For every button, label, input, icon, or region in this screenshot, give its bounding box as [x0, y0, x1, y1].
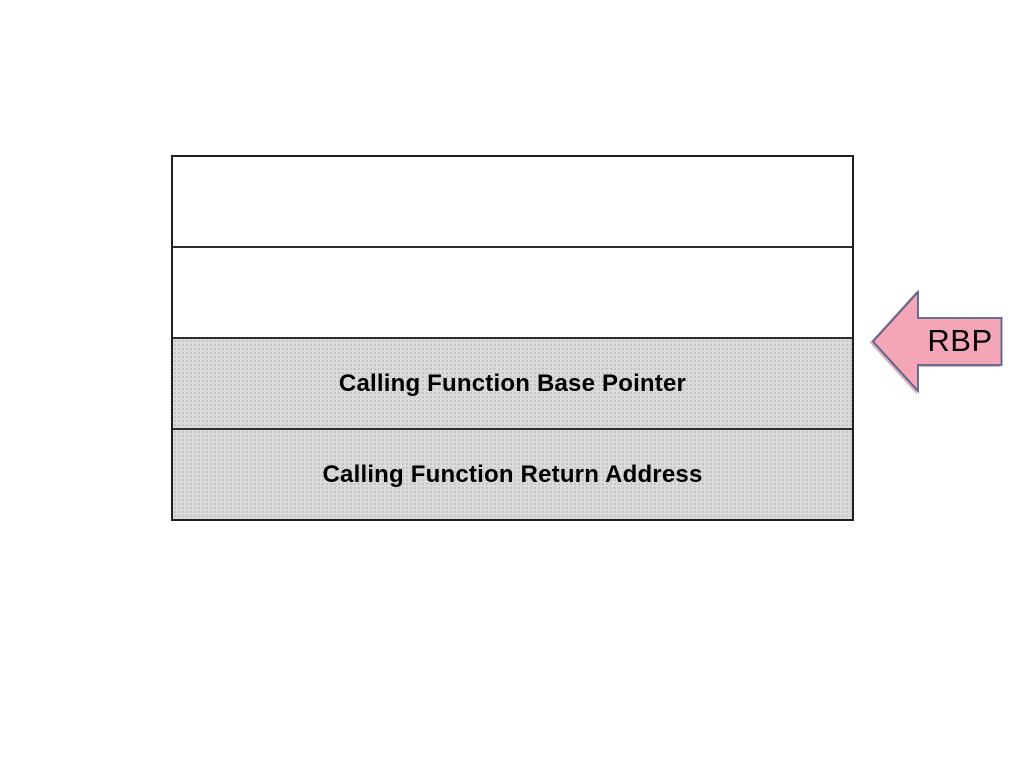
stack-row-base-pointer: Calling Function Base Pointer: [173, 337, 852, 428]
rbp-pointer: RBP: [871, 289, 1003, 394]
stack-row-return-address: Calling Function Return Address: [173, 428, 852, 519]
stack-row-label: Calling Function Base Pointer: [338, 369, 687, 397]
stack-memory-table: Calling Function Base Pointer Calling Fu…: [171, 155, 854, 521]
stack-row-empty-2: [173, 246, 852, 337]
stack-row-label: Calling Function Return Address: [322, 460, 703, 488]
rbp-label: RBP: [927, 323, 993, 358]
left-arrow-icon: [871, 289, 1003, 394]
stack-row-empty-1: [173, 157, 852, 246]
